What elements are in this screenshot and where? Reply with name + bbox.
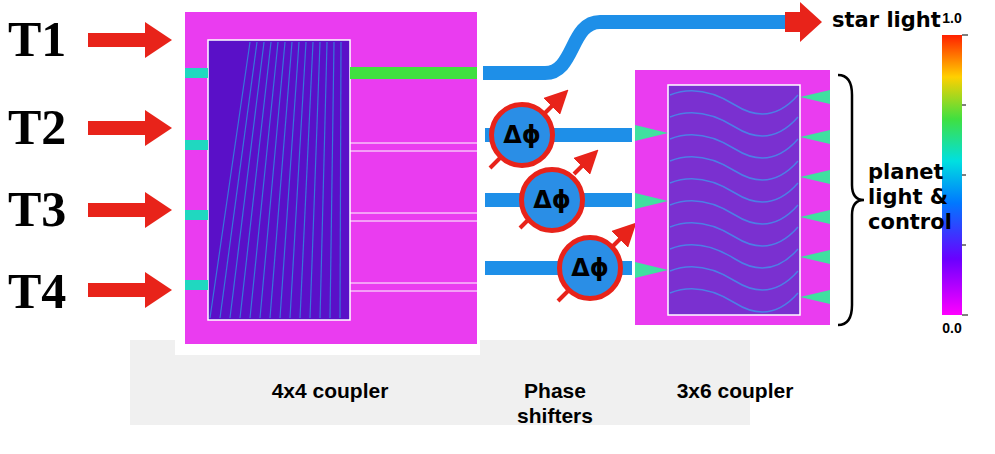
output-waveguide: [350, 67, 477, 79]
field-pattern: [670, 91, 798, 312]
phase-label: Δϕ: [503, 121, 541, 149]
coupler-3x6-core: [668, 85, 800, 315]
phase-control-arrows: [490, 98, 628, 301]
field-pattern: [210, 42, 341, 318]
component-label: 4x4 coupler: [270, 378, 390, 403]
phase-label: Δϕ: [571, 254, 609, 282]
input-arrows: [88, 22, 172, 308]
phase-shifter: Δϕ: [489, 102, 555, 168]
bracket: [838, 75, 864, 325]
phase-label: Δϕ: [533, 186, 571, 214]
input-waveguides: [185, 68, 208, 290]
telescope-label: T2: [8, 98, 66, 156]
coupler-4x4: [185, 12, 477, 344]
output-channels: [350, 143, 477, 291]
color-bar: [942, 35, 962, 315]
telescope-label: T3: [8, 180, 66, 238]
output-label: planet light & control: [868, 160, 958, 236]
phase-shifter: Δϕ: [557, 235, 623, 301]
coupler-ports: [635, 90, 830, 304]
color-bar-ticks: [962, 35, 968, 315]
coupler-frame: [175, 5, 480, 355]
phase-shifter: Δϕ: [519, 167, 585, 233]
scale-label: 0.0: [942, 320, 961, 336]
scale-label: 1.0: [942, 10, 961, 26]
telescope-label: T4: [8, 262, 66, 320]
component-label: Phase shifters: [495, 378, 615, 428]
component-label: 3x6 coupler: [675, 378, 795, 403]
telescope-label: T1: [8, 10, 66, 68]
coupler-3x6: [635, 70, 830, 325]
output-label: star light: [832, 8, 941, 32]
output-arrow: [785, 2, 822, 42]
coupler-4x4-core: [208, 40, 350, 320]
